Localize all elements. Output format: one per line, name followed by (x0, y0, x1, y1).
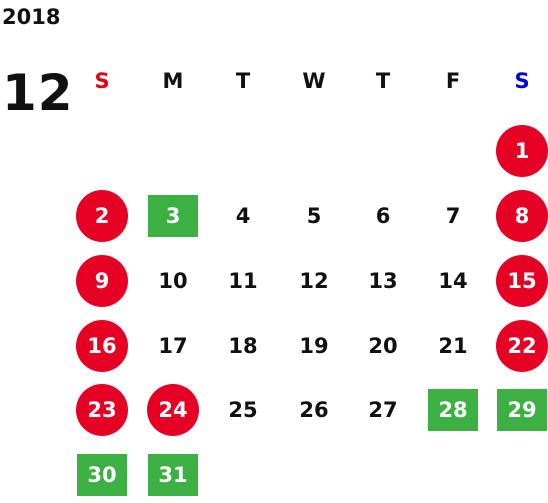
day-1: 1 (496, 125, 548, 177)
day-13: 13 (368, 269, 398, 293)
day-16: 16 (76, 320, 128, 372)
day-20: 20 (368, 334, 398, 358)
day-17: 17 (158, 334, 188, 358)
day-5: 5 (306, 204, 322, 228)
weekday-tue: T (235, 69, 251, 93)
day-2: 2 (76, 190, 128, 242)
weekday-fri: F (445, 69, 461, 93)
weekday-thu: T (375, 69, 391, 93)
day-19: 19 (299, 334, 329, 358)
weekday-mon: M (162, 69, 184, 93)
day-31: 31 (148, 454, 198, 496)
day-4: 4 (235, 204, 251, 228)
year-label: 2018 (2, 5, 61, 29)
day-18: 18 (228, 334, 258, 358)
weekday-sun: S (94, 69, 110, 93)
day-28: 28 (428, 389, 478, 431)
day-12: 12 (299, 269, 329, 293)
day-26: 26 (299, 398, 329, 422)
day-22: 22 (496, 320, 548, 372)
day-7: 7 (445, 204, 461, 228)
day-29: 29 (497, 389, 547, 431)
day-3: 3 (148, 195, 198, 237)
day-8: 8 (496, 190, 548, 242)
day-11: 11 (228, 269, 258, 293)
weekday-sat: S (514, 69, 530, 93)
day-9: 9 (76, 255, 128, 307)
day-23: 23 (76, 384, 128, 436)
month-number: 12 (2, 64, 74, 122)
day-27: 27 (368, 398, 398, 422)
day-6: 6 (375, 204, 391, 228)
day-10: 10 (158, 269, 188, 293)
day-30: 30 (77, 454, 127, 496)
day-15: 15 (496, 255, 548, 307)
day-21: 21 (438, 334, 468, 358)
day-24: 24 (147, 384, 199, 436)
weekday-wed: W (302, 69, 326, 93)
day-25: 25 (228, 398, 258, 422)
day-14: 14 (438, 269, 468, 293)
